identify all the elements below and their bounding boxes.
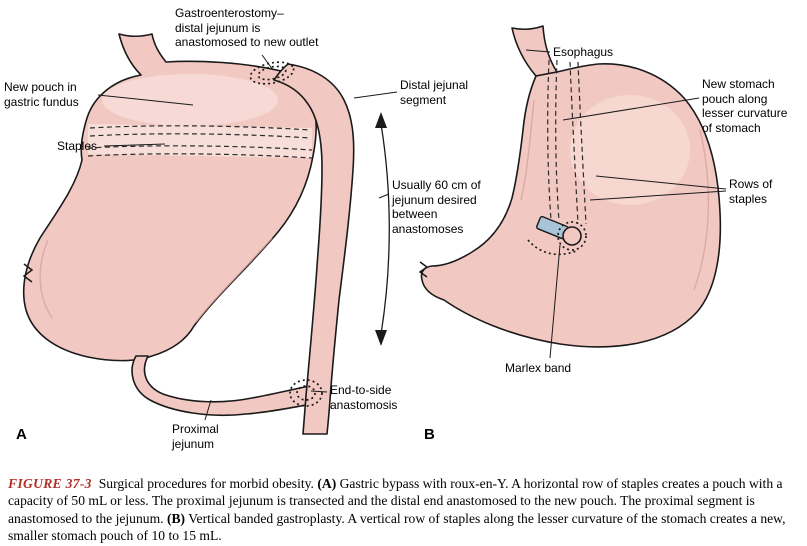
shading-b-1 xyxy=(693,129,710,291)
shading-a-2 xyxy=(195,237,273,323)
label-new-stomach-pouch: New stomach pouch along lesser curvature… xyxy=(702,77,788,135)
arrow-down-head xyxy=(375,330,387,346)
panel-b-illustration xyxy=(418,25,722,348)
leader-distal-jejunal xyxy=(353,91,398,99)
label-staples: Staples xyxy=(57,139,98,153)
stoma-stitch-ring xyxy=(557,221,587,251)
label-gastroenterostomy: Gastroenterostomy– distal jejunum is ana… xyxy=(175,6,319,49)
leader-rows-staples-1 xyxy=(595,175,727,190)
label-marlex-band: Marlex band xyxy=(505,361,572,375)
leader-proximal-jejunum xyxy=(204,399,212,421)
leader-rows-staples-2 xyxy=(589,190,727,201)
shading-b-2 xyxy=(520,99,535,201)
leader-esophagus xyxy=(525,49,551,53)
panel-a-letter: A xyxy=(16,426,27,443)
pouch-highlight xyxy=(102,74,278,126)
band-stitch-arc xyxy=(527,239,577,256)
end-to-side-stitches xyxy=(289,379,323,407)
caption-panel-a-ref: (A) xyxy=(317,475,337,491)
stoma-outlet xyxy=(562,226,582,246)
caption-segment-1: Surgical procedures for morbid obesity. xyxy=(98,475,318,491)
anatomy-illustration xyxy=(22,25,727,435)
arrow-up-head xyxy=(375,112,387,128)
end-to-side-stitches-inner xyxy=(296,385,316,401)
panel-b-letter: B xyxy=(424,426,435,443)
label-end-to-side: End-to-side anastomosis xyxy=(330,383,398,412)
leader-lines xyxy=(97,49,727,421)
label-rows-of-staples: Rows of staples xyxy=(729,177,773,206)
leader-staples xyxy=(103,143,166,147)
leader-new-pouch xyxy=(97,94,194,106)
staple-band-area xyxy=(88,124,312,158)
panel-a-illustration xyxy=(22,33,390,435)
proximal-jejunum-tube xyxy=(131,355,313,417)
leader-end-to-side xyxy=(310,390,328,393)
fundus-highlight xyxy=(570,95,690,205)
label-new-pouch: New pouch in gastric fundus xyxy=(4,80,79,109)
leader-marlex-band xyxy=(549,244,561,359)
shading-a-1 xyxy=(39,239,53,319)
roux-limb-tube xyxy=(273,63,355,435)
caption-segment-3: Vertical banded gastroplasty. A vertical… xyxy=(8,510,786,544)
figure-number: FIGURE 37-3 xyxy=(8,475,92,491)
transection-mark-b xyxy=(418,261,429,278)
label-distal-jejunal-segment: Distal jejunal segment xyxy=(400,78,469,107)
staple-rows-a xyxy=(87,125,313,159)
label-esophagus: Esophagus xyxy=(553,45,614,59)
length-arrow-line xyxy=(380,123,390,335)
label-jejunum-length: Usually 60 cm of jejunum desired between… xyxy=(392,178,481,236)
gastroenterostomy-stitches xyxy=(249,61,295,85)
leader-new-stomach-pouch xyxy=(562,97,700,121)
label-proximal-jejunum: Proximal jejunum xyxy=(172,422,219,451)
transection-mark-a xyxy=(22,263,34,283)
caption-segment-2: Gastric bypass with roux-en-Y. A horizon… xyxy=(8,475,783,526)
leader-gastroenterostomy xyxy=(261,54,274,71)
leader-jejunum-length xyxy=(378,193,390,199)
figure-caption: FIGURE 37-3 Surgical procedures for morbi… xyxy=(8,475,797,545)
staple-rows-b xyxy=(547,59,587,225)
caption-panel-b-ref: (B) xyxy=(166,510,186,526)
